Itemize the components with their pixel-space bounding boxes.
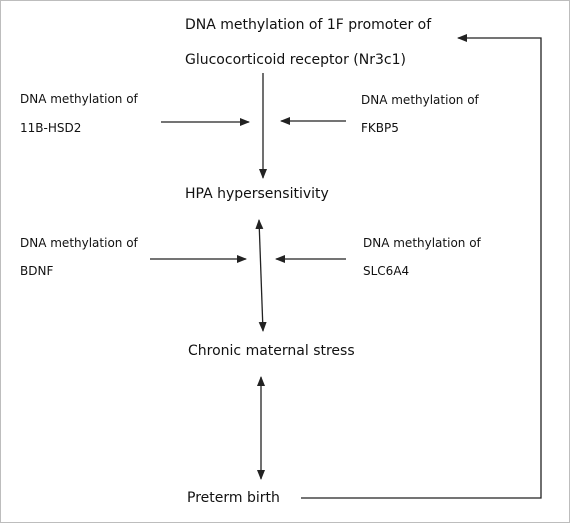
fkbp5-line2: FKBP5: [361, 121, 399, 135]
arrow-hpa-stress: [255, 219, 267, 332]
hpa-label: HPA hypersensitivity: [185, 186, 329, 202]
preterm-label: Preterm birth: [187, 490, 280, 506]
fkbp5-line1: DNA methylation of: [361, 93, 479, 107]
hsd2-line2: 11B-HSD2: [20, 121, 82, 135]
bdnf-line1: DNA methylation of: [20, 236, 138, 250]
hsd2-line1: DNA methylation of: [20, 92, 138, 106]
bdnf-line2: BDNF: [20, 264, 54, 278]
nr3c1-line1: DNA methylation of 1F promoter of: [185, 17, 432, 33]
stress-label: Chronic maternal stress: [188, 343, 355, 359]
nr3c1-line2: Glucocorticoid receptor (Nr3c1): [185, 52, 406, 68]
slc6a4-line1: DNA methylation of: [363, 236, 481, 250]
slc6a4-line2: SLC6A4: [363, 264, 410, 278]
arrow-preterm-feedback: [301, 34, 542, 499]
